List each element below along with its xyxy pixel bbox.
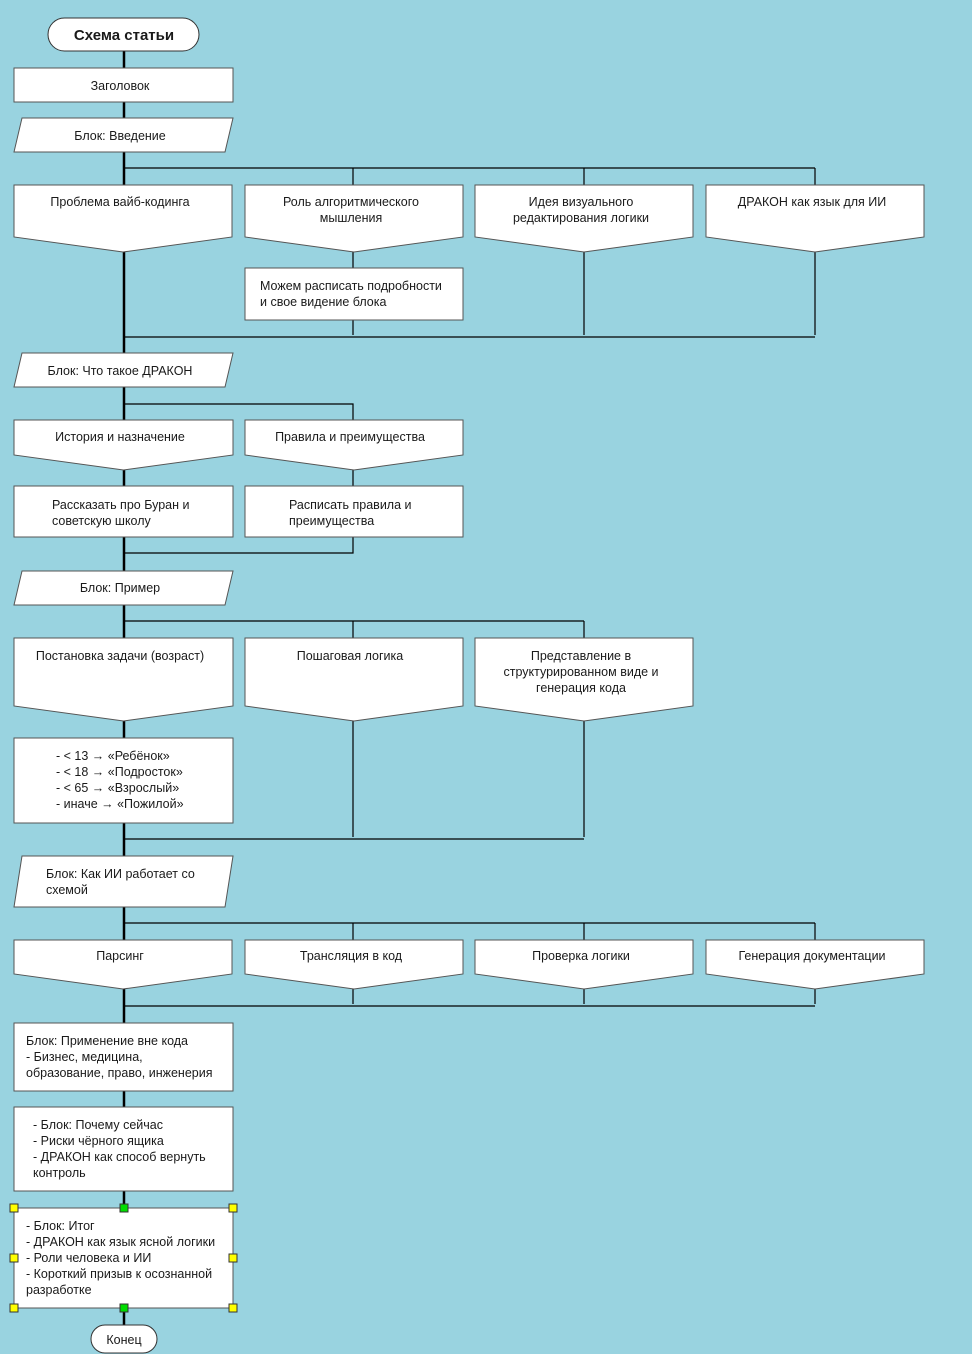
- summary-label: - Блок: Итог- ДРАКОН как язык ясной логи…: [26, 1219, 215, 1297]
- ai-branch-label-1: Трансляция в код: [300, 949, 403, 963]
- resize-handle-2[interactable]: [228, 1203, 238, 1213]
- resize-handle-1[interactable]: [119, 1203, 129, 1213]
- header-box[interactable]: [13, 67, 234, 103]
- connector-lines: [122, 50, 816, 1325]
- intro-note-box[interactable]: [244, 267, 464, 321]
- resize-handle-6[interactable]: [119, 1303, 129, 1313]
- apply-label: Блок: Применение вне кода- Бизнес, медиц…: [26, 1034, 212, 1080]
- summary-box[interactable]: [13, 1207, 234, 1309]
- ai-branch-1[interactable]: [244, 939, 464, 990]
- ai-branch-label-2: Проверка логики: [532, 949, 630, 963]
- example-block-label: Блок: Пример: [80, 581, 160, 595]
- example-block-title[interactable]: [13, 570, 234, 606]
- resize-handle-0[interactable]: [9, 1203, 19, 1213]
- what-branch-1[interactable]: [244, 419, 464, 471]
- what-block-title[interactable]: [13, 352, 234, 388]
- start-terminator[interactable]: [47, 17, 200, 52]
- resize-handle-7[interactable]: [228, 1303, 238, 1313]
- example-branch-label-1: Пошаговая логика: [297, 649, 404, 663]
- example-branch-label-0: Постановка задачи (возраст): [36, 649, 204, 663]
- intro-branch-2[interactable]: [474, 184, 694, 253]
- example-branch-1[interactable]: [244, 637, 464, 722]
- intro-branch-label-0: Проблема вайб-кодинга: [50, 195, 189, 209]
- intro-branch-label-3: ДРАКОН как язык для ИИ: [738, 195, 887, 209]
- ai-branch-3[interactable]: [705, 939, 925, 990]
- what-action-1[interactable]: [244, 485, 464, 538]
- ai-branch-0[interactable]: [13, 939, 233, 990]
- end-terminator[interactable]: [90, 1324, 158, 1354]
- selection-handles: [9, 1203, 238, 1313]
- intro-block-title[interactable]: [13, 117, 234, 153]
- ai-branch-label-3: Генерация документации: [738, 949, 885, 963]
- apply-box[interactable]: [13, 1022, 234, 1092]
- what-fanout: [124, 403, 354, 420]
- what-branch-label-0: История и назначение: [55, 430, 185, 444]
- example-action-label: - < 13 → «Ребёнок»- < 18 → «Подросток»- …: [56, 749, 184, 811]
- intro-block-label: Блок: Введение: [74, 129, 166, 143]
- resize-handle-5[interactable]: [9, 1303, 19, 1313]
- intro-branch-3[interactable]: [705, 184, 925, 253]
- diagram-title: Схема статьи: [74, 27, 174, 44]
- header-label: Заголовок: [91, 79, 150, 93]
- what-branch-label-1: Правила и преимущества: [275, 430, 425, 444]
- example-branch-0[interactable]: [13, 637, 234, 722]
- why-label: - Блок: Почему сейчас- Риски чёрного ящи…: [33, 1118, 206, 1180]
- intro-branch-0[interactable]: [13, 184, 233, 253]
- example-branch-2[interactable]: [474, 637, 694, 722]
- ai-branch-label-0: Парсинг: [96, 949, 144, 963]
- intro-branch-1[interactable]: [244, 184, 464, 253]
- resize-handle-4[interactable]: [228, 1253, 238, 1263]
- resize-handle-3[interactable]: [9, 1253, 19, 1263]
- end-label: Конец: [106, 1333, 141, 1347]
- what-merge: [124, 537, 354, 554]
- what-branch-0[interactable]: [13, 419, 234, 471]
- example-action-box[interactable]: [13, 737, 234, 824]
- ai-block-title[interactable]: [13, 855, 234, 908]
- ai-branch-2[interactable]: [474, 939, 694, 990]
- what-block-label: Блок: Что такое ДРАКОН: [48, 364, 193, 378]
- why-box[interactable]: [13, 1106, 234, 1192]
- what-action-0[interactable]: [13, 485, 234, 538]
